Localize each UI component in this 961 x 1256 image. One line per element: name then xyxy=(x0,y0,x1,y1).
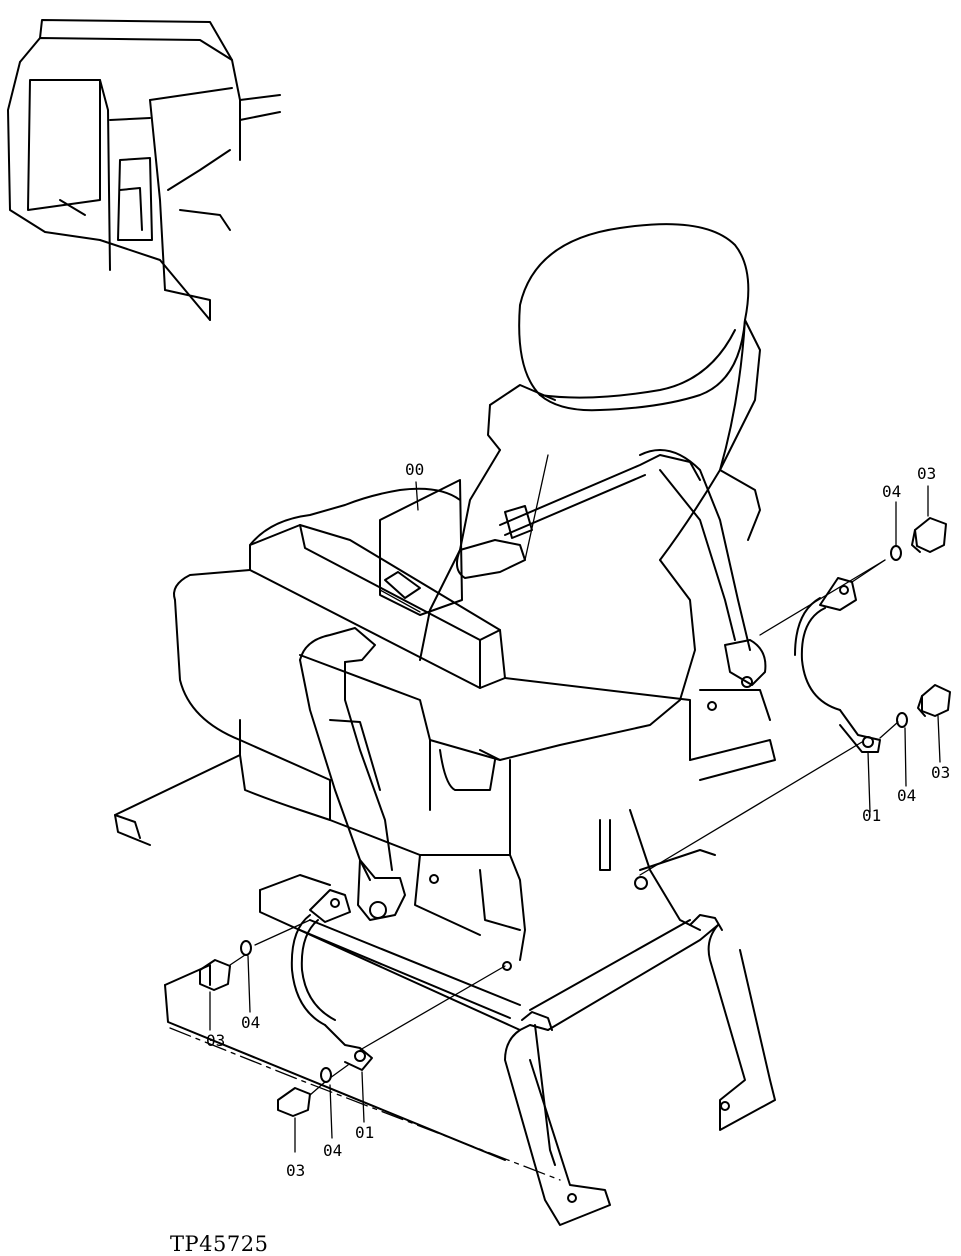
callout-bolt-upper-b: 03 xyxy=(931,763,951,782)
callout-bolt-upper-a: 03 xyxy=(917,464,937,483)
upper-tether-parts xyxy=(639,485,951,876)
callout-washer-upper-b: 04 xyxy=(897,786,917,805)
callout-seat-assembly: 00 xyxy=(405,460,425,479)
seat-leader-line xyxy=(415,481,419,511)
operator-seat xyxy=(114,223,776,1226)
callout-bolt-lower-b: 03 xyxy=(286,1161,306,1180)
callout-strap-upper: 01 xyxy=(862,806,882,825)
callout-strap-lower: 01 xyxy=(355,1123,375,1142)
cab-location-inset xyxy=(7,19,281,321)
drawing-number: TP45725 xyxy=(170,1232,269,1256)
callout-washer-lower-b: 04 xyxy=(323,1141,343,1160)
lower-tether-parts xyxy=(169,889,561,1181)
callout-bolt-lower-a: 03 xyxy=(206,1031,226,1050)
callout-washer-upper-a: 04 xyxy=(882,482,902,501)
callout-washer-lower-a: 04 xyxy=(241,1013,261,1032)
